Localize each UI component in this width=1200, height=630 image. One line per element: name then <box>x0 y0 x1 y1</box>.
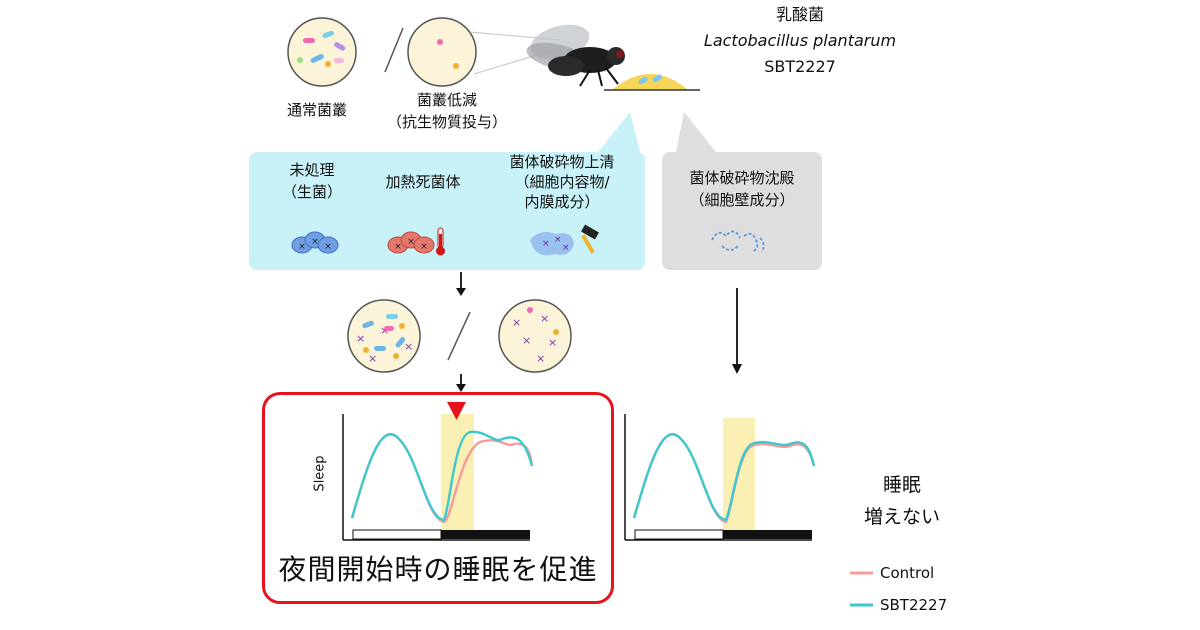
sleep-graph-left <box>342 402 534 541</box>
svg-text:×: × <box>512 316 521 329</box>
svg-text:×: × <box>540 312 549 325</box>
arrow-down-left <box>456 272 466 296</box>
svg-text:×: × <box>311 237 319 247</box>
callout-tail-blue <box>598 112 640 152</box>
legend-sbt-label: SBT2227 <box>880 596 948 614</box>
legend-control-label: Control <box>880 564 935 582</box>
bacteria-name-ja: 乳酸菌 <box>775 5 824 24</box>
reduced-flora-label: 菌叢低減 <box>416 91 477 109</box>
cell-wall-fragments-icon <box>711 230 765 253</box>
no-increase-line1: 睡眠 <box>882 474 921 496</box>
callout-tail-gray <box>676 112 716 152</box>
svg-text:×: × <box>407 237 415 247</box>
normal-flora-label: 通常菌叢 <box>286 101 347 119</box>
svg-text:×: × <box>380 324 389 337</box>
reduced-flora-dish-icon <box>407 17 477 87</box>
sleep-graph-right <box>624 414 816 541</box>
untreated-note: （生菌） <box>281 183 342 201</box>
no-increase-line2: 増えない <box>863 506 940 528</box>
heat-killed-bacteria-icon: × × × <box>387 231 435 254</box>
bacteria-name-latin: Lactobacillus plantarum <box>703 31 897 50</box>
svg-text:×: × <box>542 239 550 249</box>
svg-text:×: × <box>324 242 332 252</box>
treatment-box-cellular <box>249 152 645 270</box>
precipitate-note: （細胞壁成分） <box>689 191 795 209</box>
supernatant-note-1: （細胞内容物/ <box>514 173 610 191</box>
bacteria-strain: SBT2227 <box>764 57 836 76</box>
supernatant-label: 菌体破砕物上清 <box>509 153 615 171</box>
svg-text:×: × <box>548 336 557 349</box>
arrow-down-left-2 <box>456 374 466 392</box>
treatment-box-precipitate <box>662 152 822 270</box>
svg-text:×: × <box>536 352 545 365</box>
untreated-label: 未処理 <box>289 161 335 179</box>
svg-text:×: × <box>356 332 365 345</box>
svg-text:×: × <box>522 334 531 347</box>
svg-text:×: × <box>554 235 562 245</box>
sbt-curve-left <box>350 430 534 522</box>
heat-killed-label: 加熱死菌体 <box>385 173 461 191</box>
thermometer-icon <box>436 227 445 256</box>
hammer-icon <box>581 224 599 254</box>
supernatant-note-2: 内膜成分） <box>524 193 600 211</box>
red-arrowhead-icon <box>447 402 466 420</box>
divider-middle <box>447 311 471 361</box>
sleep-promotion-text: 夜間開始時の睡眠を促進 <box>278 553 598 586</box>
fruit-fly-icon <box>526 24 625 87</box>
svg-text:×: × <box>368 352 377 365</box>
precipitate-label: 菌体破砕物沈殿 <box>689 169 795 187</box>
svg-text:×: × <box>562 243 570 253</box>
food-with-bacteria-icon <box>604 74 700 91</box>
result-highlight-box <box>262 392 614 604</box>
divider-top <box>384 27 404 73</box>
arrow-down-right <box>732 288 742 374</box>
svg-text:×: × <box>420 242 428 252</box>
reduced-flora-note: （抗生物質投与） <box>386 113 507 131</box>
normal-flora-dish-icon <box>287 17 357 87</box>
sbt-curve-right <box>632 433 816 522</box>
svg-text:×: × <box>298 242 306 252</box>
reduced-dish-after-icon: × × × × × <box>498 299 572 373</box>
svg-text:×: × <box>394 242 402 252</box>
svg-text:×: × <box>404 340 413 353</box>
live-bacteria-icon: × × × <box>291 231 339 254</box>
cell-lysate-icon: × × × <box>530 232 574 256</box>
flora-dish-after-icon: × × × × <box>347 299 421 373</box>
